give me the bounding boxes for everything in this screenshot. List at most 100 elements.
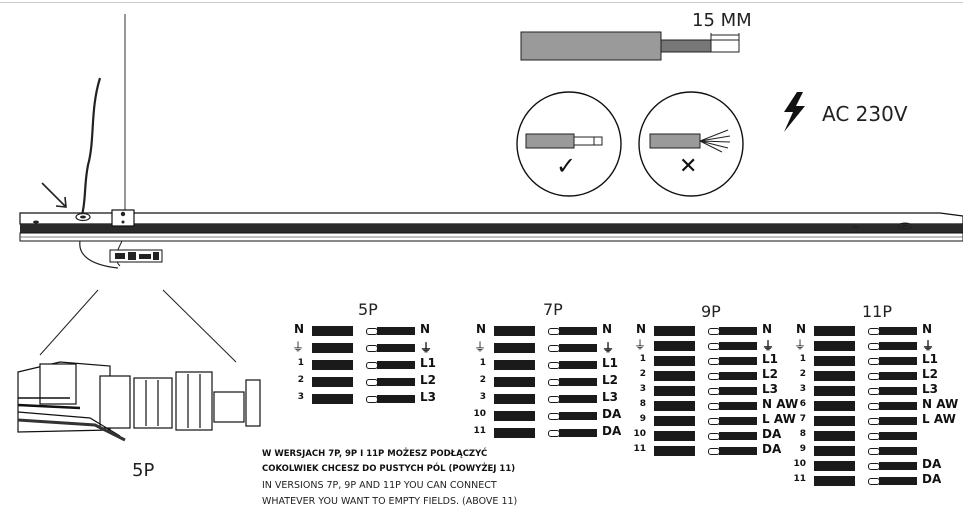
plug-pin: [708, 417, 758, 425]
socket-block: [814, 446, 863, 456]
pin-number: 8: [639, 399, 646, 409]
pin-row: ⏚⏚: [622, 338, 792, 353]
pin-number: 9: [799, 444, 806, 454]
socket-block: [494, 343, 543, 353]
cross-mark-icon: ✕: [679, 154, 698, 179]
pin-number: N: [293, 322, 304, 336]
plug-pin: [548, 395, 598, 403]
plug-pin: [548, 361, 598, 369]
pin-label: DA: [602, 407, 622, 421]
pin-number: N: [795, 322, 806, 336]
housing-label: 5P: [132, 460, 155, 481]
socket-block: [814, 371, 863, 381]
connector-housing: [17, 361, 261, 442]
pin-label: N: [762, 322, 773, 336]
pin-label: L AW: [762, 412, 796, 426]
socket-block: [654, 341, 703, 351]
pin-number: 7: [799, 414, 806, 424]
plug-pin: [548, 378, 598, 386]
plug-pin: [366, 361, 416, 369]
socket-block: [814, 431, 863, 441]
socket-block: [654, 416, 703, 426]
zoom-line-left: [39, 289, 99, 356]
check-mark-icon: ✓: [556, 152, 577, 180]
pin-row: 9 L AW: [622, 412, 796, 426]
earth-icon: ⏚: [291, 340, 304, 354]
pin-number: 1: [639, 354, 646, 364]
pin-label: L1: [762, 352, 778, 366]
plug-pin: [548, 412, 598, 420]
socket-block: [312, 394, 361, 404]
socket-block: [654, 431, 703, 441]
socket-block: [654, 386, 703, 396]
earth-icon: ⏚: [420, 341, 433, 355]
socket-block: [654, 446, 703, 456]
pin-row: 9: [782, 444, 963, 456]
pin-row: 8 N AW: [622, 397, 798, 411]
pin-number: 3: [799, 384, 806, 394]
pin-label: N: [922, 322, 933, 336]
pin-number: 3: [479, 392, 486, 402]
pin-number: 11: [793, 474, 806, 484]
pin-label: L1: [922, 352, 938, 366]
column-title-9p: 9P: [701, 302, 721, 321]
note-english-line1: IN VERSIONS 7P, 9P AND 11P YOU CAN CONNE…: [262, 480, 497, 491]
socket-block: [494, 360, 543, 370]
earth-icon: ⏚: [762, 339, 775, 353]
socket-block: [814, 356, 863, 366]
plug-pin: [868, 342, 918, 350]
voltage-label: AC 230V: [822, 102, 908, 126]
plug-pin: [868, 327, 918, 335]
earth-icon: ⏚: [793, 338, 806, 352]
pin-number: 3: [297, 392, 304, 402]
socket-block: [494, 411, 543, 421]
pin-label: DA: [922, 457, 942, 471]
pin-row: 1 L1: [622, 352, 792, 366]
plug-pin: [868, 432, 918, 440]
pin-number: 2: [639, 369, 646, 379]
socket-block: [814, 401, 863, 411]
plug-pin: [708, 342, 758, 350]
pin-number: N: [635, 322, 646, 336]
plug-pin: [548, 327, 598, 335]
plug-pin: [868, 402, 918, 410]
plug-pin: [548, 429, 598, 437]
pin-label: DA: [602, 424, 622, 438]
note-polish-line2: COKOLWIEK CHCESZ DO PUSTYCH PÓL (POWYŻEJ…: [262, 464, 516, 474]
pin-label: N AW: [762, 397, 799, 411]
pin-number: 2: [297, 375, 304, 385]
pin-row: ⏚⏚: [462, 340, 632, 355]
pin-row: 8: [782, 429, 963, 441]
plug-pin: [548, 344, 598, 352]
pin-number: 2: [799, 369, 806, 379]
pin-number: 1: [799, 354, 806, 364]
pin-number: 6: [799, 399, 806, 409]
socket-block: [312, 326, 361, 336]
strip-length-label: 15 MM: [692, 10, 752, 31]
socket-block: [654, 356, 703, 366]
plug-pin: [868, 462, 918, 470]
plug-pin: [868, 417, 918, 425]
pin-number: 10: [473, 409, 486, 419]
pin-label: L2: [420, 373, 436, 387]
plug-pin: [868, 477, 918, 485]
plug-pin: [366, 327, 416, 335]
socket-block: [814, 386, 863, 396]
pin-label: L3: [420, 390, 436, 404]
column-title-11p: 11P: [862, 302, 893, 321]
socket-block: [312, 343, 361, 353]
plug-pin: [366, 378, 416, 386]
pin-number: 9: [639, 414, 646, 424]
pin-row: 2 L2: [280, 373, 450, 387]
